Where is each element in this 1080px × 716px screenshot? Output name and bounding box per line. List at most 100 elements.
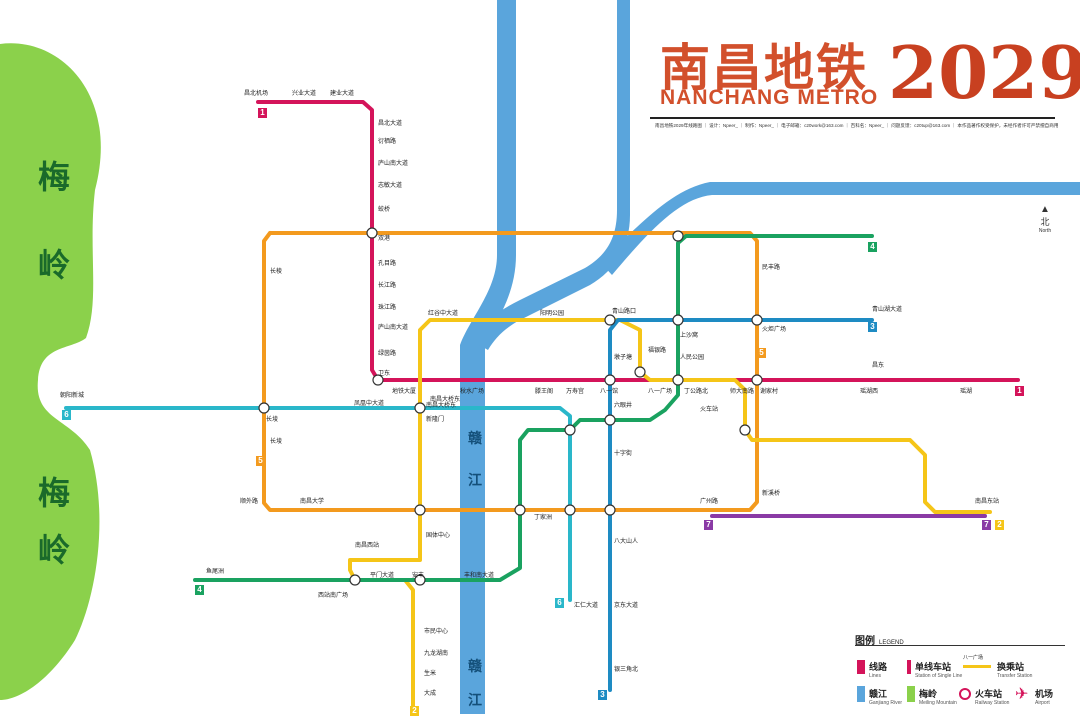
station-label[interactable]: 六眼井 [614, 400, 632, 409]
station-label[interactable]: 国体中心 [426, 530, 450, 539]
station-label[interactable]: 珠江路 [378, 302, 396, 311]
station-label[interactable]: 昌北机场 [244, 88, 268, 97]
station-line4-line6[interactable] [565, 425, 575, 435]
station-qingshanlukou[interactable] [605, 315, 615, 325]
line-4-badge[interactable]: 4 [868, 242, 877, 252]
line-5-badge[interactable]: 5 [256, 456, 265, 466]
station-changleng[interactable] [259, 403, 269, 413]
line-4-badge[interactable]: 4 [195, 585, 204, 595]
station-label[interactable]: 兴业大道 [292, 88, 316, 97]
station-label[interactable]: 庐山南大道 [378, 322, 408, 331]
station-label[interactable]: 阳明公园 [540, 308, 564, 317]
station-label[interactable]: 建业大道 [330, 88, 354, 97]
station-label[interactable]: 丁家洲 [534, 512, 552, 521]
line-5-badge[interactable]: 5 [757, 348, 766, 358]
station-label[interactable]: 瑶湖西 [860, 386, 878, 395]
station-label[interactable]: 志敏大道 [378, 180, 402, 189]
station-line3-junction[interactable] [605, 505, 615, 515]
station-label[interactable]: 上沙窝 [680, 330, 698, 339]
station-label[interactable]: 新溪桥 [762, 488, 780, 497]
station-xiejiacun[interactable] [752, 375, 762, 385]
line-1-badge[interactable]: 1 [1015, 386, 1024, 396]
station-label[interactable]: 庐山南大道 [378, 158, 408, 167]
station-label[interactable]: 平门大道 [370, 570, 394, 579]
station-label[interactable]: 墩子塘 [614, 352, 632, 361]
station-label[interactable]: 安丰 [412, 570, 424, 579]
station-label[interactable]: 卫东 [378, 368, 390, 377]
station-dinggongbei[interactable] [673, 375, 683, 385]
station-line4-line3[interactable] [605, 415, 615, 425]
station-label[interactable]: 十字街 [614, 448, 632, 457]
station-label[interactable]: 广州路 [700, 496, 718, 505]
station-label[interactable]: 银三角北 [614, 664, 638, 673]
station-label[interactable]: 九龙湖南 [424, 648, 448, 657]
station-label[interactable]: 红谷中大道 [428, 308, 458, 317]
station-label[interactable]: 衍栖路 [378, 136, 396, 145]
line-7-badge[interactable]: 7 [704, 520, 713, 530]
station-label[interactable]: 长棱 [270, 266, 282, 275]
station-label[interactable]: 火炬广场 [762, 324, 786, 333]
station-label[interactable]: 师大南路 [730, 386, 754, 395]
station-label[interactable]: 双港 [378, 233, 390, 242]
line-2-badge[interactable]: 2 [410, 706, 419, 716]
station-label[interactable]: 顺外路 [240, 496, 258, 505]
line-3-badge[interactable]: 3 [868, 322, 877, 332]
station-label[interactable]: 八一广场 [648, 386, 672, 395]
station-huojuguangchang[interactable] [752, 315, 762, 325]
station-dingjiazhou[interactable] [515, 505, 525, 515]
station-line1-line4[interactable] [673, 231, 683, 241]
station-label[interactable]: 西站南广场 [318, 590, 348, 599]
station-label[interactable]: 生米 [424, 668, 436, 677]
station-nanchangdaqiaodong[interactable] [415, 403, 425, 413]
station-label[interactable]: 青山路口 [612, 306, 636, 315]
station-label[interactable]: 滕王阁 [535, 386, 553, 395]
line-7-badge[interactable]: 7 [982, 520, 991, 530]
station-bayiguan[interactable] [605, 375, 615, 385]
station-bayiguangchang[interactable] [635, 367, 645, 377]
station-label[interactable]: 南昌东站 [975, 496, 999, 505]
station-line6-junction[interactable] [565, 505, 575, 515]
station-label[interactable]: 人民公园 [680, 352, 704, 361]
station-label[interactable]: 瑶湖 [960, 386, 972, 395]
station-label[interactable]: 蛟桥 [378, 204, 390, 213]
station-label[interactable]: 民丰路 [762, 262, 780, 271]
line-6-badge[interactable]: 6 [555, 598, 564, 608]
station-label[interactable]: 大成 [424, 688, 436, 697]
station-label[interactable]: 南昌大学 [300, 496, 324, 505]
station-label[interactable]: 火车站 [700, 404, 718, 413]
station-label[interactable]: 八大山人 [614, 536, 638, 545]
station-label[interactable]: 凤凰中大道 [354, 398, 384, 407]
station-label[interactable]: 绿茵路 [378, 348, 396, 357]
station-huochezhan[interactable] [740, 425, 750, 435]
station-label[interactable]: 丁公路北 [684, 386, 708, 395]
station-label[interactable]: 朝阳新城 [60, 390, 84, 399]
station-label[interactable]: 长堎 [266, 414, 278, 423]
station-label[interactable]: 南昌大桥东 [426, 400, 456, 409]
station-label[interactable]: 福银路 [648, 345, 666, 354]
line-1-badge[interactable]: 1 [258, 108, 267, 118]
station-shangshawo[interactable] [673, 315, 683, 325]
station-label[interactable]: 八一馆 [600, 386, 618, 395]
station-label[interactable]: 青山湖大道 [872, 304, 902, 313]
station-label[interactable]: 万寿宫 [566, 386, 584, 395]
station-label[interactable]: 昌北大道 [378, 118, 402, 127]
station-label[interactable]: 地铁大厦 [392, 386, 416, 395]
station-label[interactable]: 鱼尾洲 [206, 566, 224, 575]
station-label[interactable]: 长江路 [378, 280, 396, 289]
line-3-badge[interactable]: 3 [598, 690, 607, 700]
station-label[interactable]: 孔目路 [378, 258, 396, 267]
station-label[interactable]: 市民中心 [424, 626, 448, 635]
station-label[interactable]: 昌东 [872, 360, 884, 369]
station-label[interactable]: 谢家村 [760, 386, 778, 395]
station-label[interactable]: 南昌西站 [355, 540, 379, 549]
station-xizhannan[interactable] [350, 575, 360, 585]
line-2-badge[interactable]: 2 [995, 520, 1004, 530]
station-label[interactable]: 秋水广场 [460, 386, 484, 395]
station-label[interactable]: 京东大道 [614, 600, 638, 609]
station-label[interactable]: 丰和南大道 [464, 570, 494, 579]
line-6-badge[interactable]: 6 [62, 410, 71, 420]
station-label[interactable]: 新隆门 [426, 414, 444, 423]
station-label[interactable]: 汇仁大道 [574, 600, 598, 609]
station-line2-line5[interactable] [415, 505, 425, 515]
station-shuangang[interactable] [367, 228, 377, 238]
